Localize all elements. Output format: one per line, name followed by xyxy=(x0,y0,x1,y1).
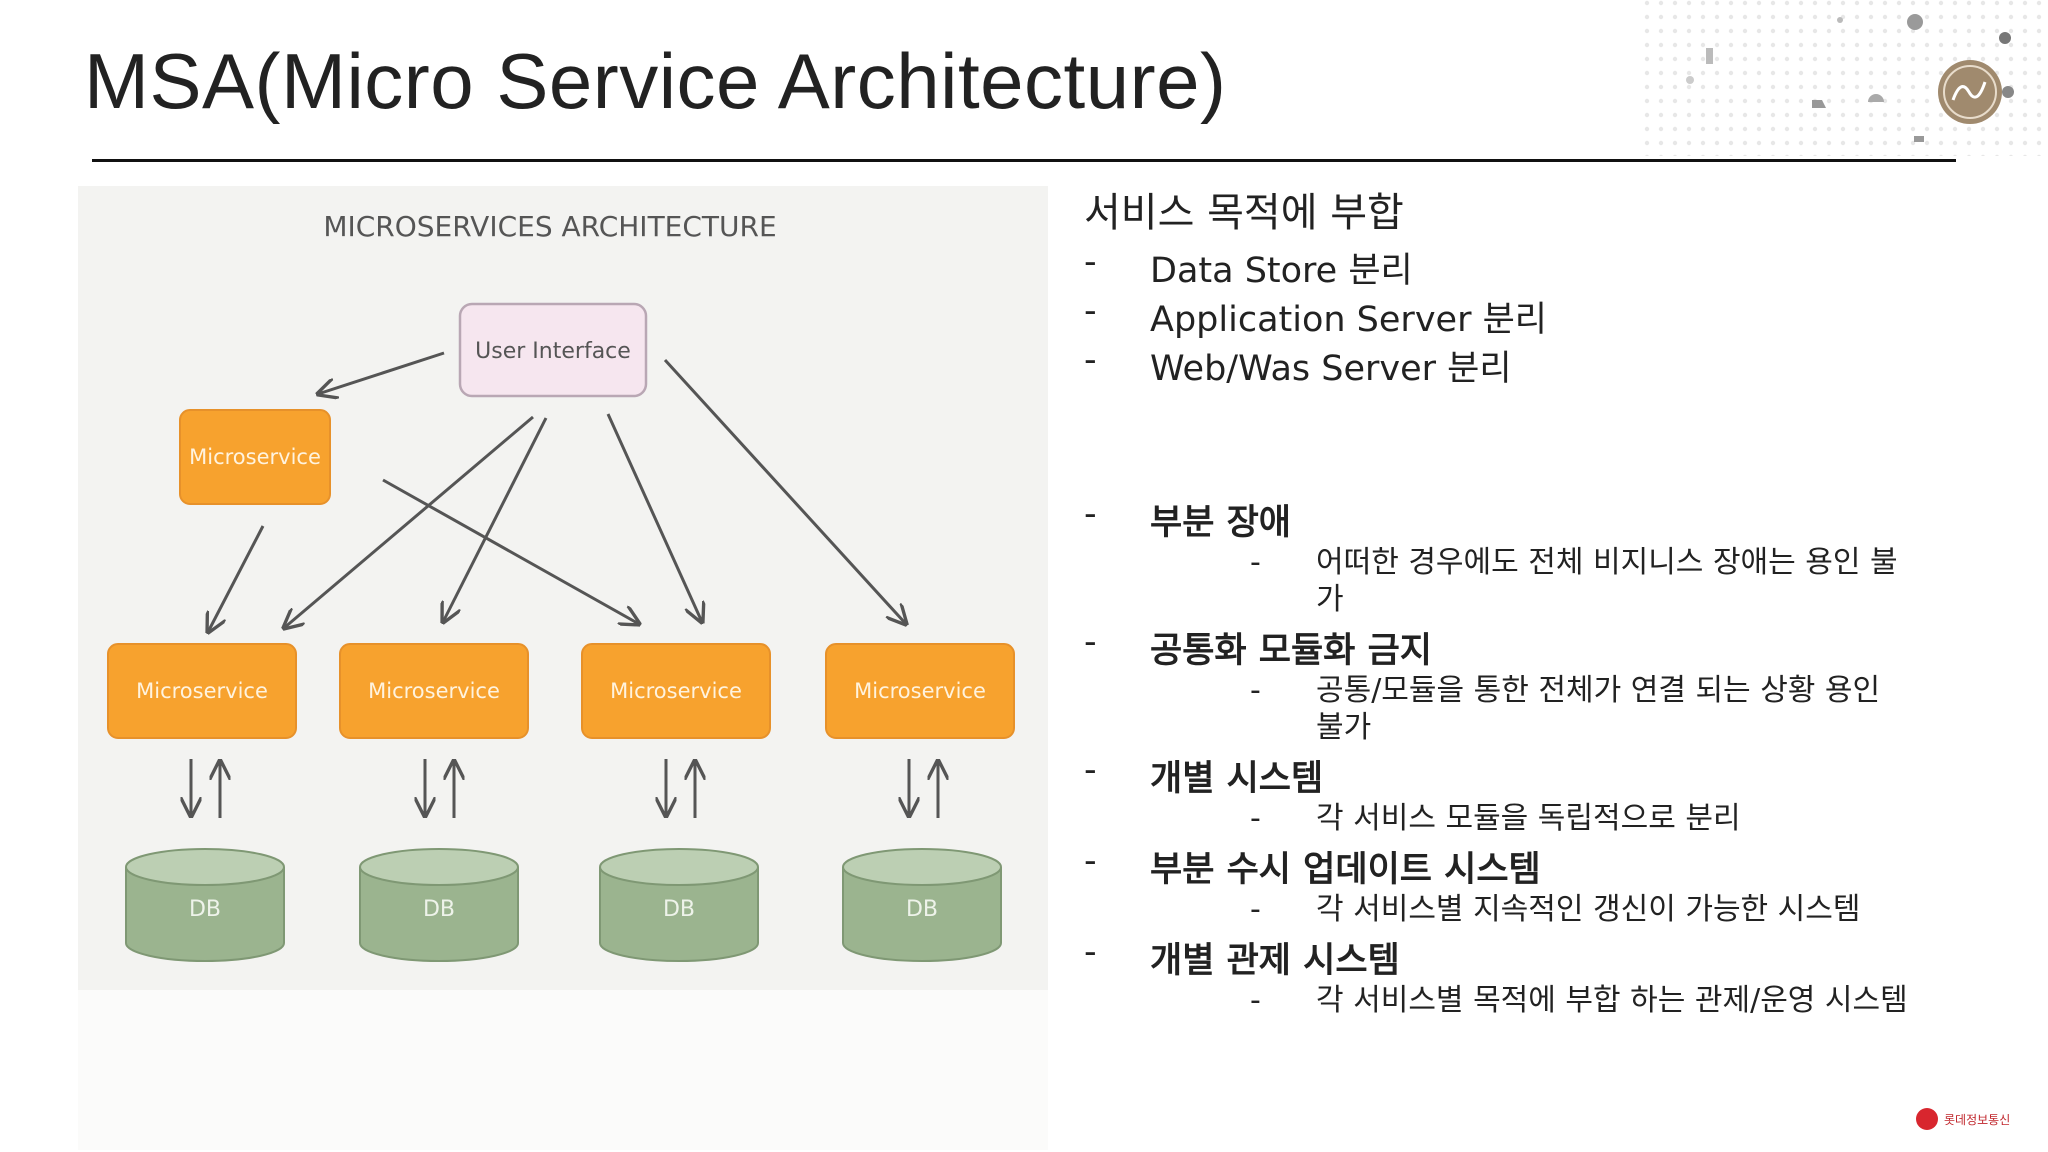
microservice-label: Microservice xyxy=(854,679,986,703)
bullet-label: 개별 시스템 xyxy=(1150,759,1324,799)
microservice-label: Microservice xyxy=(189,445,321,469)
microservice-box-3: Microservice xyxy=(581,643,771,739)
logo-icon xyxy=(1916,1108,1938,1130)
user-interface-label: User Interface xyxy=(475,339,631,364)
bullet-dash: - xyxy=(1084,622,1097,662)
bullet-dash: - xyxy=(1084,932,1097,972)
microservice-label: Microservice xyxy=(136,679,268,703)
diagram-arrows xyxy=(191,351,938,818)
title-divider xyxy=(92,159,1956,162)
microservices-architecture-diagram: MICROSERVICES ARCHITECTURE User Interfac… xyxy=(78,186,1048,990)
bullet-label: 개별 관제 시스템 xyxy=(1150,941,1400,981)
gear-icon xyxy=(1999,32,2011,44)
bullet-label: 공통화 모듈화 금지 xyxy=(1150,631,1432,671)
db-label: DB xyxy=(906,897,938,922)
database-cylinder-3: DB xyxy=(599,848,759,962)
database-cylinder-4: DB xyxy=(842,848,1002,962)
microservice-label: Microservice xyxy=(610,679,742,703)
user-interface-box: User Interface xyxy=(458,302,648,398)
sub-bullet-label: 각 서비스별 목적에 부합 하는 관제/운영 시스템 xyxy=(1316,983,1908,1018)
diagram-heading: MICROSERVICES ARCHITECTURE xyxy=(323,210,776,243)
bullet-dash: - xyxy=(1084,494,1097,534)
db-label: DB xyxy=(423,897,455,922)
sub-bullet-label: 각 서비스 모듈을 독립적으로 분리 xyxy=(1316,801,1741,836)
bullet-dash: - xyxy=(1250,545,1261,580)
bullet-label: 부분 장애 xyxy=(1150,503,1291,543)
bullet-dash: - xyxy=(1084,841,1097,881)
content-heading: 서비스 목적에 부합 xyxy=(1084,190,1404,236)
decorative-corner-graphic xyxy=(1630,0,2048,156)
bullet-dash: - xyxy=(1250,673,1261,708)
bullet-dash: - xyxy=(1250,801,1261,836)
bullet-label: Application Server 분리 xyxy=(1150,300,1547,340)
microservice-box-4: Microservice xyxy=(825,643,1015,739)
bullet-dash: - xyxy=(1084,750,1097,790)
bullet-label: 부분 수시 업데이트 시스템 xyxy=(1150,850,1541,890)
cloud-icon xyxy=(1868,94,1884,102)
diagram-bottom-margin xyxy=(78,990,1048,1150)
db-label: DB xyxy=(189,897,221,922)
globe-icon xyxy=(1907,14,1923,30)
bullet-dash: - xyxy=(1084,340,1097,380)
microservice-box-2: Microservice xyxy=(339,643,529,739)
company-logo: 롯데정보통신 xyxy=(1916,1106,2020,1136)
bullet-dash: - xyxy=(1250,892,1261,927)
bullet-label: Data Store 분리 xyxy=(1150,251,1413,291)
logo-text: 롯데정보통신 xyxy=(1944,1113,2011,1127)
microservice-box-top: Microservice xyxy=(179,409,331,505)
bullet-dash: - xyxy=(1250,983,1261,1018)
slide-title: MSA(Micro Service Architecture) xyxy=(84,37,1227,125)
cart-icon xyxy=(1812,100,1826,108)
microservice-label: Microservice xyxy=(368,679,500,703)
db-label: DB xyxy=(663,897,695,922)
sub-bullet-label: 각 서비스별 지속적인 갱신이 가능한 시스템 xyxy=(1316,892,1861,927)
bullet-dash: - xyxy=(1084,291,1097,331)
bullet-dash: - xyxy=(1084,242,1097,282)
microservice-box-1: Microservice xyxy=(107,643,297,739)
sub-bullet-label: 공통/모듈을 통한 전체가 연결 되는 상황 용인 불가 xyxy=(1316,673,1881,745)
database-cylinder-2: DB xyxy=(359,848,519,962)
sub-bullet-label: 어떠한 경우에도 전체 비지니스 장애는 용인 불가 xyxy=(1316,545,1898,617)
database-cylinder-1: DB xyxy=(125,848,285,962)
bullet-label: Web/Was Server 분리 xyxy=(1150,349,1512,389)
